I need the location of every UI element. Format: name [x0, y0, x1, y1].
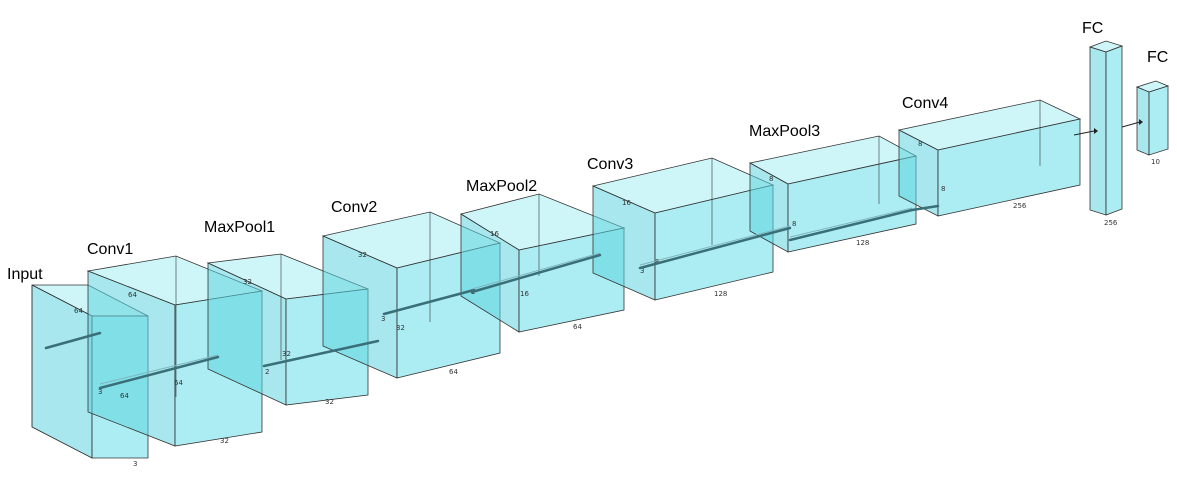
conv4-dim-height: 8	[918, 140, 922, 148]
layer-title-fc2: FC	[1147, 49, 1168, 66]
layer-title-conv1: Conv1	[87, 241, 133, 258]
conv2-dim-filters: 64	[449, 368, 458, 376]
layer-title-maxpool3: MaxPool3	[749, 123, 820, 140]
maxpool3-block	[748, 135, 918, 253]
maxpool1-dim-pool: 2	[265, 368, 269, 376]
conv2-dim-width: 32	[396, 324, 405, 332]
input-to-conv1-kernel	[44, 331, 102, 350]
maxpool3-dim-width: 8	[792, 220, 796, 228]
conv1-dim-kernel: 3	[98, 388, 102, 396]
fc2-dim-units: 10	[1151, 158, 1160, 166]
maxpool1-dim-depth: 32	[325, 398, 334, 406]
fc1-block	[1088, 40, 1124, 216]
maxpool3-dim-depth: 128	[856, 239, 869, 247]
conv2-kernel	[382, 288, 476, 316]
maxpool3-dim-height: 8	[769, 175, 773, 183]
layer-title-conv4: Conv4	[902, 95, 948, 112]
maxpool2-dim-width: 16	[520, 290, 529, 298]
conv1-dim-height: 64	[128, 291, 137, 299]
maxpool1-dim-width: 32	[282, 350, 291, 358]
conv2-block	[321, 211, 502, 379]
maxpool2-dim-height: 16	[490, 230, 499, 238]
conv3-to-maxpool3-kernel	[638, 226, 792, 270]
conv1-dim-filters: 32	[220, 437, 229, 445]
conv4-dim-filters: 256	[1013, 202, 1027, 210]
conv1-to-maxpool1-kernel	[98, 355, 220, 390]
conv1-dim-depth: 64	[120, 392, 129, 400]
maxpool3-to-conv4-kernel	[788, 208, 914, 242]
conv3-dim-filters: 128	[714, 290, 727, 298]
maxpool1-to-conv2-kernel	[262, 339, 380, 368]
conv3-dim-width: 8	[655, 258, 659, 266]
fc1-dim-units: 256	[1104, 219, 1118, 227]
fc2-block	[1135, 80, 1170, 156]
input-dim-size: 64	[74, 307, 83, 315]
conv4-to-fc-arrow	[1073, 130, 1095, 136]
layer-title-maxpool2: MaxPool2	[466, 178, 537, 195]
layer-title-input: Input	[7, 266, 43, 283]
maxpool2-to-conv3-kernel	[470, 253, 602, 294]
conv3-dim-kernel: 3	[640, 267, 644, 275]
conv3-dim-height: 16	[622, 199, 631, 207]
conv2-dim-kernel: 3	[381, 315, 385, 323]
conv4-block	[897, 99, 1082, 217]
layer-title-fc1: FC	[1082, 20, 1103, 37]
conv2-dim-height: 32	[358, 251, 367, 259]
maxpool2-dim-depth: 64	[573, 323, 582, 331]
maxpool1-dim-height: 32	[243, 278, 252, 286]
layer-title-conv3: Conv3	[587, 156, 633, 173]
conv4-dim-width: 8	[941, 185, 945, 193]
conv1-dim-width: 64	[174, 379, 183, 387]
fc-to-fc-arrow	[1121, 121, 1141, 128]
layer-title-conv2: Conv2	[331, 199, 377, 216]
maxpool2-block	[459, 193, 626, 333]
conv3-block	[591, 157, 775, 301]
layer-title-maxpool1: MaxPool1	[204, 219, 275, 236]
connection-lines	[44, 119, 1143, 390]
input-dim-channels: 3	[133, 460, 137, 468]
